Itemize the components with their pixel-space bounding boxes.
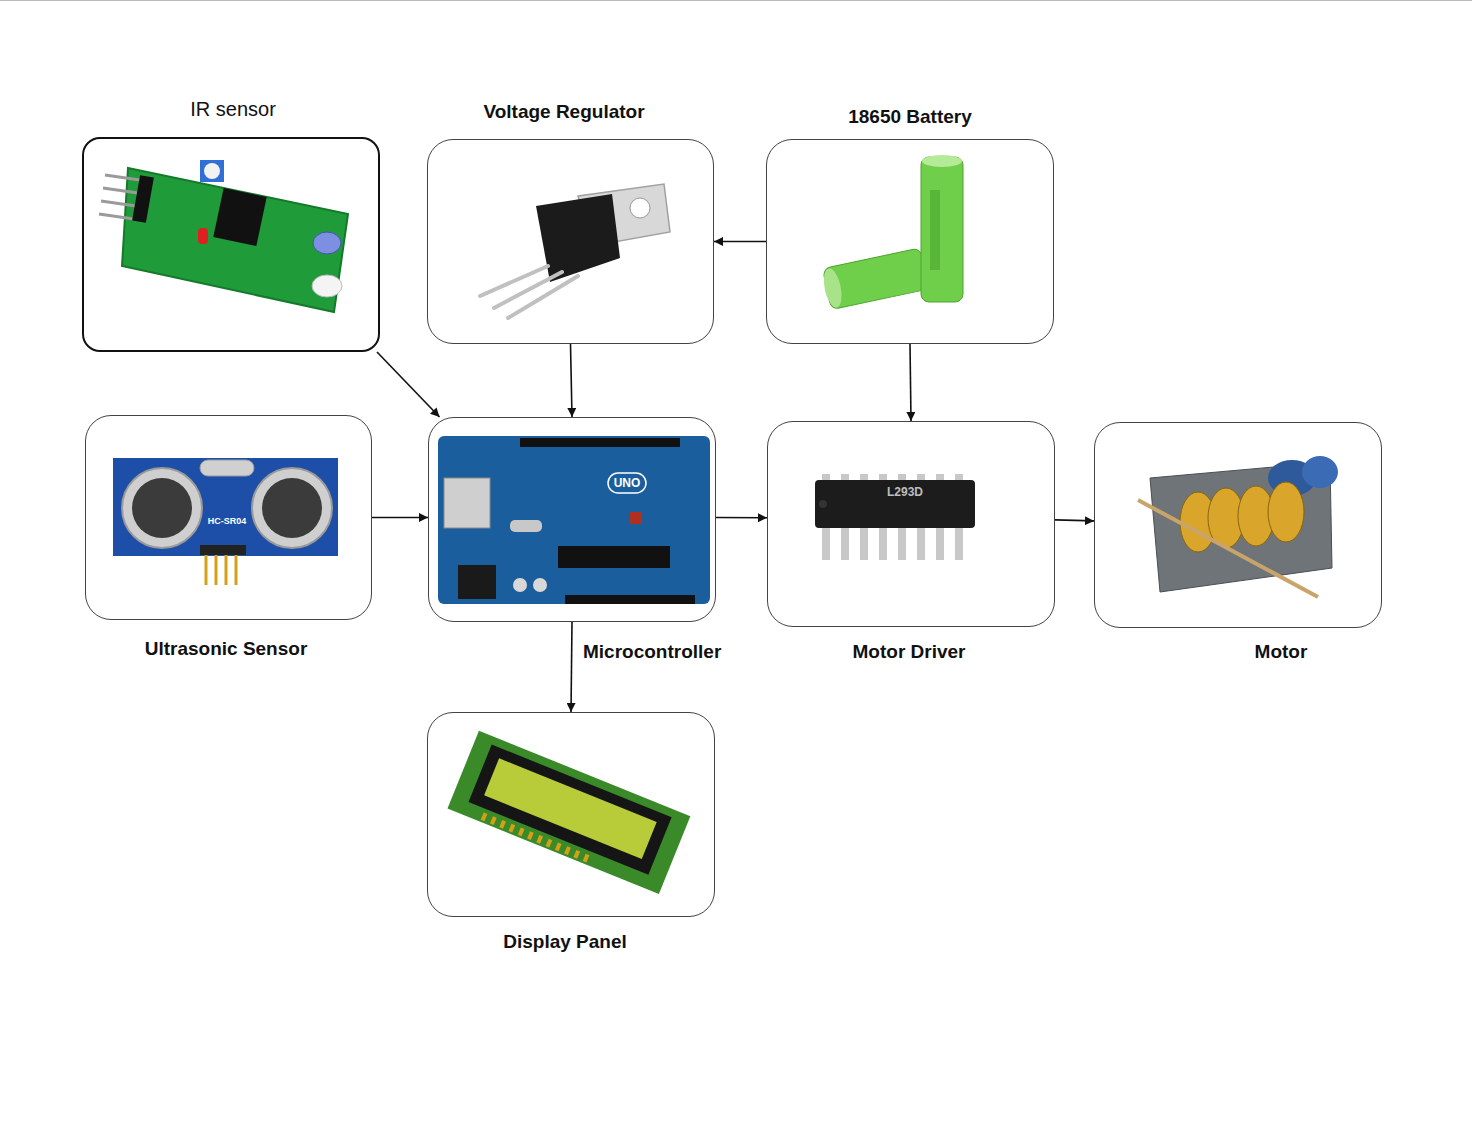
component-name: Display Panel <box>503 931 627 953</box>
battery-picture <box>821 155 963 310</box>
connector-arrow <box>377 352 440 417</box>
component-name: Motor Driver <box>853 641 966 663</box>
connector-arrow <box>1055 520 1094 521</box>
connector-arrow <box>716 517 767 519</box>
component-box: Voltage Regulator <box>427 139 714 344</box>
component-box: Display Panel <box>427 712 715 917</box>
component-box: Motor <box>1094 422 1382 628</box>
component-name: IR sensor <box>190 98 276 121</box>
regulator-picture <box>480 184 670 318</box>
ir-sensor-picture <box>99 160 348 312</box>
arduino-picture <box>438 436 710 604</box>
component-box: Microcontroller <box>428 417 716 622</box>
component-name: 18650 Battery <box>848 106 972 128</box>
connector-arrow <box>372 517 428 519</box>
motor-picture <box>1138 456 1338 597</box>
connector-arrow <box>571 622 572 712</box>
motor-driver-picture <box>815 474 975 560</box>
connector-arrow <box>910 344 911 421</box>
part-marking: HC-SR04 <box>208 516 247 526</box>
component-box: IR sensor <box>82 137 380 352</box>
component-name: Ultrasonic Sensor <box>145 638 308 660</box>
component-box: 18650 Battery <box>766 139 1054 344</box>
connector-arrow <box>571 344 573 417</box>
connector-arrow <box>714 241 766 243</box>
part-marking: UNO <box>614 476 641 490</box>
component-name: Microcontroller <box>583 641 721 663</box>
display-picture <box>447 731 690 894</box>
component-name: Motor <box>1255 641 1308 663</box>
part-marking: L293D <box>887 485 923 499</box>
ultrasonic-picture <box>113 458 338 585</box>
component-name: Voltage Regulator <box>483 101 644 123</box>
component-box: Motor Driver <box>767 421 1055 627</box>
top-rule <box>0 0 1472 1</box>
